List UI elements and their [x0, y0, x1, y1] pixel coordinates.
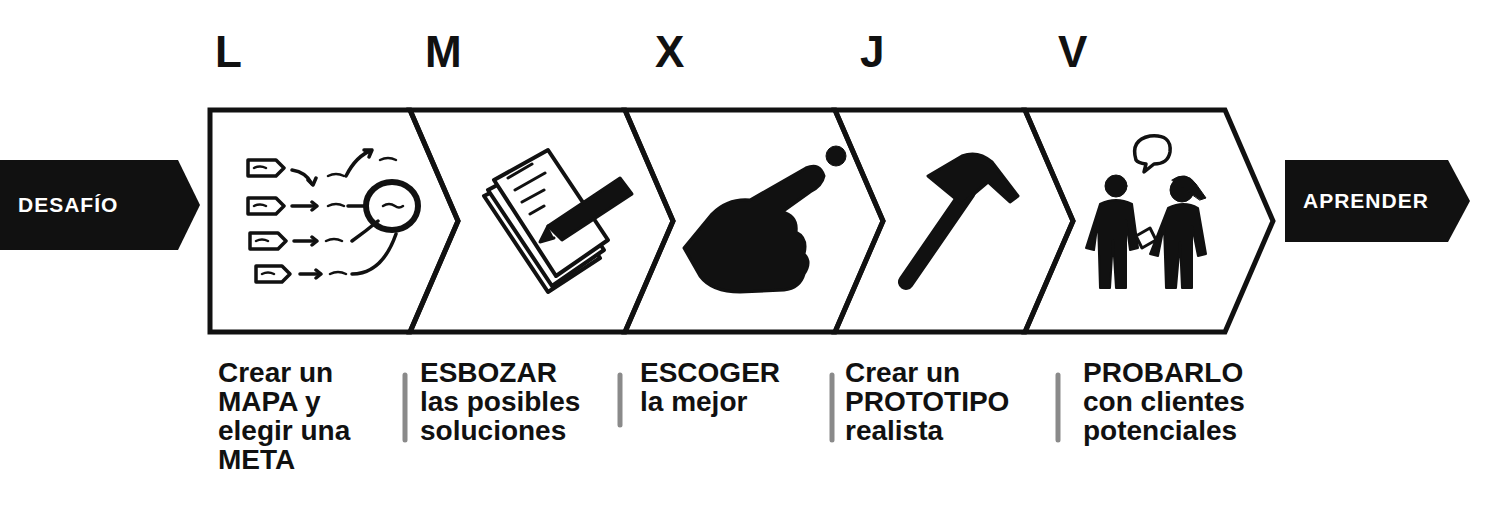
people-icon — [1086, 136, 1206, 288]
day-letter: M — [425, 28, 462, 76]
papers-pen-icon — [484, 150, 632, 292]
tag-label: DESAFÍO — [18, 193, 118, 217]
chevron-step: XESCOGER la mejor — [625, 110, 883, 332]
chevron-outline — [625, 110, 883, 332]
chevron-outline — [1025, 110, 1273, 332]
step-caption: Crear un PROTOTIPO realista — [845, 358, 1025, 445]
chevron-shape — [1025, 110, 1273, 332]
arrow-tag: DESAFÍO — [0, 160, 200, 250]
step-caption: ESBOZAR las posibles soluciones — [420, 358, 595, 445]
day-letter: L — [215, 28, 242, 76]
step-caption: ESCOGER la mejor — [640, 358, 790, 416]
arrow-tag-outline — [0, 160, 200, 250]
chevron-step: MESBOZAR las posibles soluciones — [410, 110, 673, 332]
arrow-tag-outline — [1285, 160, 1470, 242]
chevron-shape — [210, 110, 458, 332]
map-icon — [248, 150, 418, 282]
day-letter: V — [1058, 28, 1087, 76]
hammer-icon — [906, 154, 1018, 282]
arrow-tag: APRENDER — [1285, 160, 1470, 242]
day-letter: X — [655, 28, 684, 76]
chevron-outline — [210, 110, 458, 332]
step-caption: PROBARLO con clientes potenciales — [1083, 358, 1273, 445]
step-caption: Crear un MAPA y elegir una META — [218, 358, 378, 474]
tag-label: APRENDER — [1303, 189, 1429, 213]
chevron-step: VPROBARLO con clientes potenciales — [1025, 110, 1273, 332]
pointing-hand-icon — [684, 146, 846, 292]
chevron-shape — [625, 110, 883, 332]
chevron-step: LCrear un MAPA y elegir una META — [210, 110, 458, 332]
day-letter: J — [860, 28, 884, 76]
chevron-shape — [410, 110, 673, 332]
chevron-outline — [410, 110, 673, 332]
